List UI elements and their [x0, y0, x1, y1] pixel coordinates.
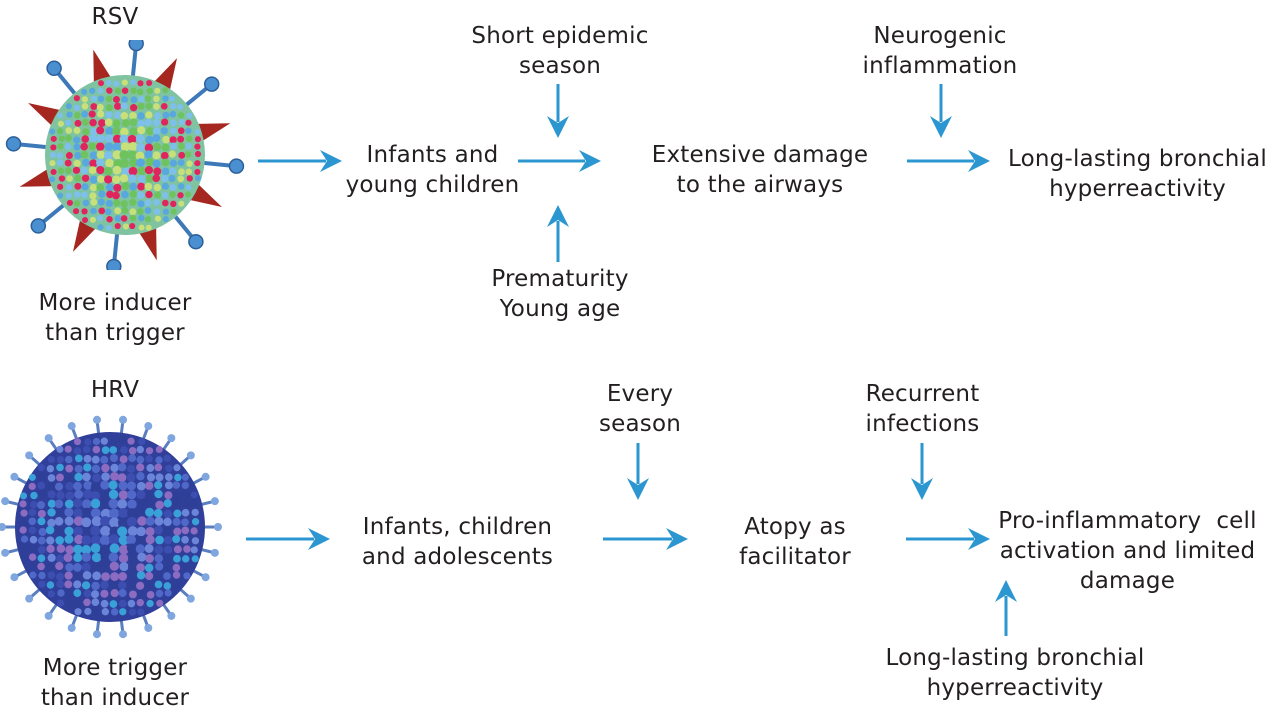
arrow-neurogenic-down — [930, 84, 952, 138]
arrow-atopy-to-outcome — [906, 528, 990, 550]
arrow-bronchial-up — [995, 580, 1017, 636]
arrow-short-season-down — [547, 84, 569, 138]
hrv-outcome-factor: Long-lasting bronchial hyperreactivity — [885, 645, 1145, 701]
rsv-caption: More inducer than trigger — [38, 290, 192, 346]
hrv-virus-image — [0, 415, 222, 639]
rsv-bottom-factor: Prematurity Young age — [491, 266, 629, 322]
hrv-group-label: Infants, children and adolescents — [361, 514, 554, 570]
hrv-middle-factor: Recurrent infections — [865, 381, 980, 437]
rsv-middle-factor: Neurogenic inflammation — [862, 23, 1018, 79]
rsv-middle-label: Extensive damage to the airways — [651, 142, 869, 198]
rsv-outcome: Long-lasting bronchial hyperreactivity — [1007, 146, 1268, 202]
rsv-virus-label: RSV — [91, 4, 139, 30]
hrv-top-factor: Every season — [598, 381, 682, 437]
hrv-outcome: Pro-inflammatory cell activation and lim… — [998, 508, 1257, 594]
arrow-prematurity-up — [547, 205, 569, 262]
arrow-group-to-atopy — [603, 528, 688, 550]
arrow-recurrent-down — [911, 443, 933, 500]
arrow-every-season-down — [627, 443, 649, 500]
rsv-group-label: Infants and young children — [345, 142, 520, 198]
arrow-hrv-to-group — [246, 528, 330, 550]
arrow-rsv-to-group — [258, 150, 342, 172]
rsv-top-factor: Short epidemic season — [471, 23, 649, 79]
hrv-virus-label: HRV — [90, 377, 140, 403]
arrow-damage-to-outcome — [907, 150, 990, 172]
rsv-virus-image — [5, 40, 245, 270]
arrow-group-to-damage — [518, 150, 601, 172]
hrv-middle-label: Atopy as facilitator — [739, 514, 851, 570]
hrv-caption: More trigger than inducer — [40, 655, 190, 711]
